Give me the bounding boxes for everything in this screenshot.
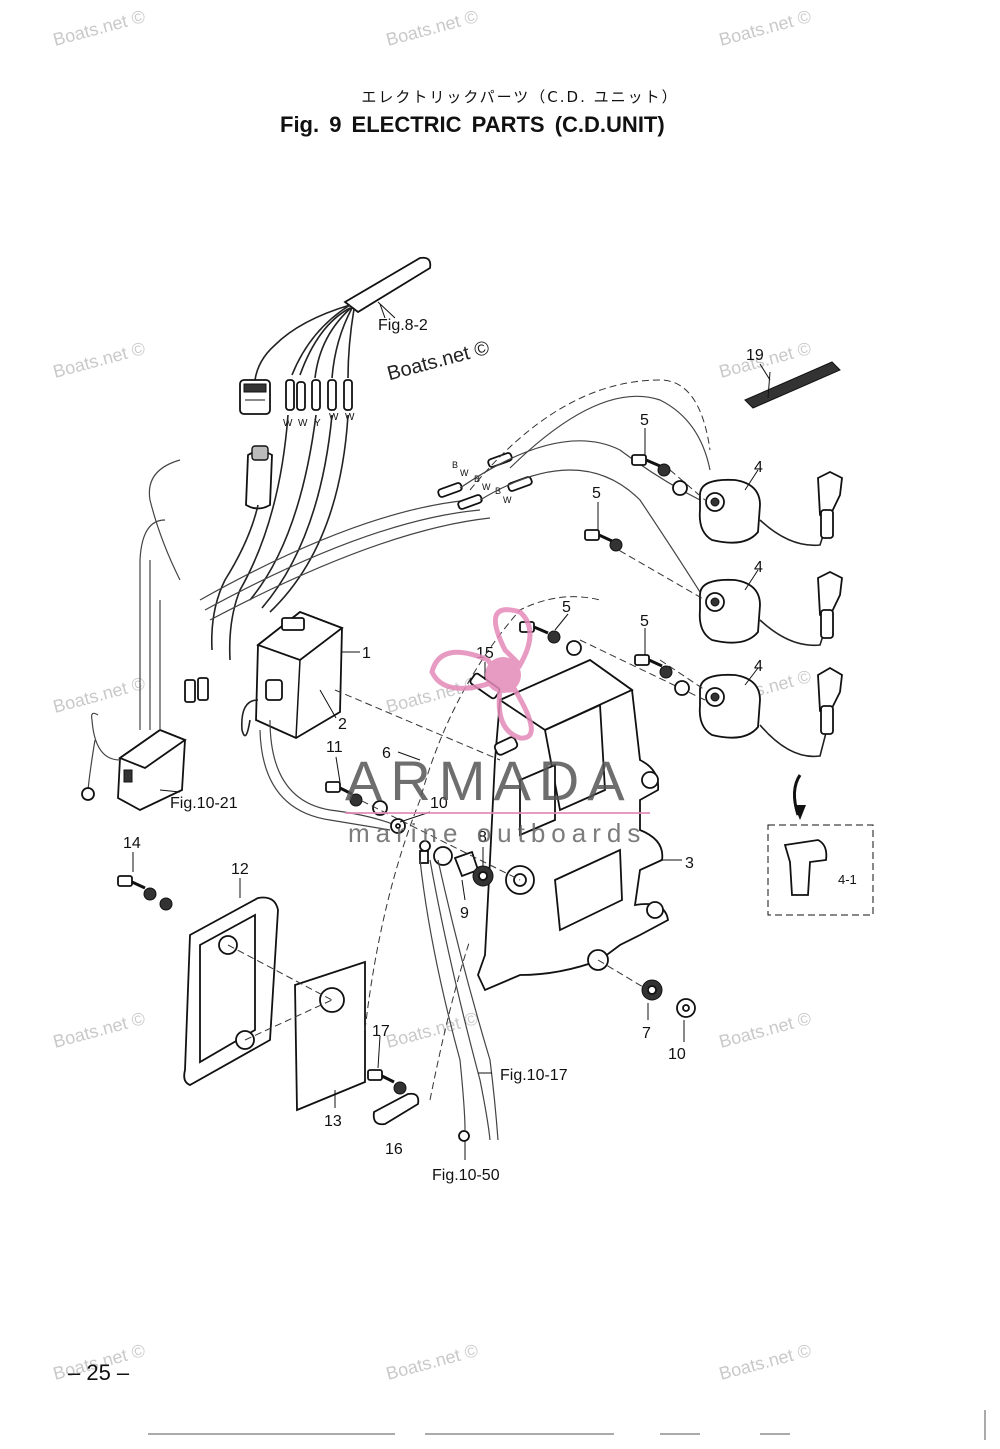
wire-color-codes: W W Y W W [283, 412, 355, 429]
plug-cap-detail [767, 774, 874, 916]
cover-12 [183, 896, 279, 1086]
washer-10 [390, 818, 406, 834]
svg-text:W: W [298, 418, 308, 429]
callout-10: 10 [430, 795, 448, 812]
callout-1: 1 [362, 645, 371, 662]
decal-19 [744, 361, 841, 409]
bw-connectors: B W B W B W [437, 452, 533, 510]
callout-4: 4 [754, 559, 763, 576]
callout-4-1: 4-1 [838, 872, 857, 887]
callout-7: 7 [642, 1025, 651, 1042]
armada-logo: ARMADA marine outboards [345, 607, 650, 848]
fig-ref-10-17: Fig.10-17 [500, 1067, 568, 1084]
logo-tagline: marine outboards [348, 818, 646, 848]
callout-12: 12 [231, 861, 249, 878]
round-connector [245, 445, 273, 510]
callout-17: 17 [372, 1023, 390, 1040]
callout-19: 19 [746, 347, 764, 364]
bullet-terminals [285, 379, 353, 411]
cd-unit-wires [148, 414, 491, 661]
bolt-11 [325, 781, 388, 816]
grommet-7 [641, 979, 696, 1018]
callout-9: 9 [460, 905, 469, 922]
logo-name: ARMADA [345, 749, 633, 812]
harness-wires [254, 304, 355, 381]
clamp-16 [372, 1092, 420, 1126]
callout-14: 14 [123, 835, 141, 852]
title-japanese: エレクトリックパーツ（C.D. ユニット） [361, 88, 679, 106]
callout-3: 3 [685, 855, 694, 872]
fig-ref-10-21: Fig.10-21 [170, 795, 238, 812]
callout-leaders [132, 303, 771, 1160]
callout-16: 16 [385, 1141, 403, 1158]
ignition-coil-3 [698, 666, 843, 758]
multi-pin-connector [239, 379, 271, 415]
callout-8: 8 [478, 829, 487, 846]
svg-text:W: W [503, 495, 512, 505]
svg-text:W: W [345, 412, 355, 423]
bolt-17 [367, 1069, 407, 1095]
bolts-5 [519, 454, 690, 696]
svg-text:Y: Y [314, 418, 321, 429]
callout-4: 4 [754, 459, 763, 476]
bolt-14 [117, 875, 173, 911]
footer-rule [148, 1410, 986, 1440]
page-number: – 25 – [68, 1360, 130, 1385]
routing-dash-lines [364, 379, 711, 1101]
svg-text:B: B [495, 486, 501, 496]
callout-5: 5 [640, 613, 649, 630]
svg-text:W: W [460, 468, 469, 478]
ignition-coil-1 [698, 470, 843, 547]
harness-sleeve [343, 256, 432, 319]
svg-text:B: B [474, 474, 480, 484]
callout-6: 6 [382, 745, 391, 762]
svg-text:B: B [452, 460, 458, 470]
propeller-logo-icon [429, 607, 534, 741]
lower-cables [419, 859, 499, 1142]
svg-text:W: W [482, 482, 491, 492]
ground-terminal [419, 840, 431, 864]
cd-unit-ground-wire [259, 719, 396, 831]
rectifier [81, 519, 209, 812]
fig-ref-8-2: Fig.8-2 [378, 317, 428, 334]
gasket-13 [294, 960, 366, 1112]
callout-13: 13 [324, 1113, 342, 1130]
callout-4: 4 [754, 658, 763, 675]
callout-5: 5 [640, 412, 649, 429]
callout-10: 10 [668, 1046, 686, 1063]
callout-numbers: 1 2 3 4 4 4 4-1 5 5 5 5 6 7 8 9 10 10 11… [123, 347, 857, 1158]
cd-unit [241, 610, 344, 740]
svg-text:W: W [329, 412, 339, 423]
callout-11: 11 [326, 739, 343, 756]
ignition-coil-2 [698, 570, 843, 647]
figure-references: Fig.8-2 Fig.10-21 Fig.10-17 Fig.10-50 [170, 317, 568, 1184]
callout-5: 5 [562, 599, 571, 616]
coil-wires [459, 395, 711, 601]
fig-ref-10-50: Fig.10-50 [432, 1167, 500, 1184]
title-english: Fig. 9 ELECTRIC PARTS (C.D.UNIT) [280, 112, 665, 137]
callout-2: 2 [338, 716, 347, 733]
callout-5: 5 [592, 485, 601, 502]
